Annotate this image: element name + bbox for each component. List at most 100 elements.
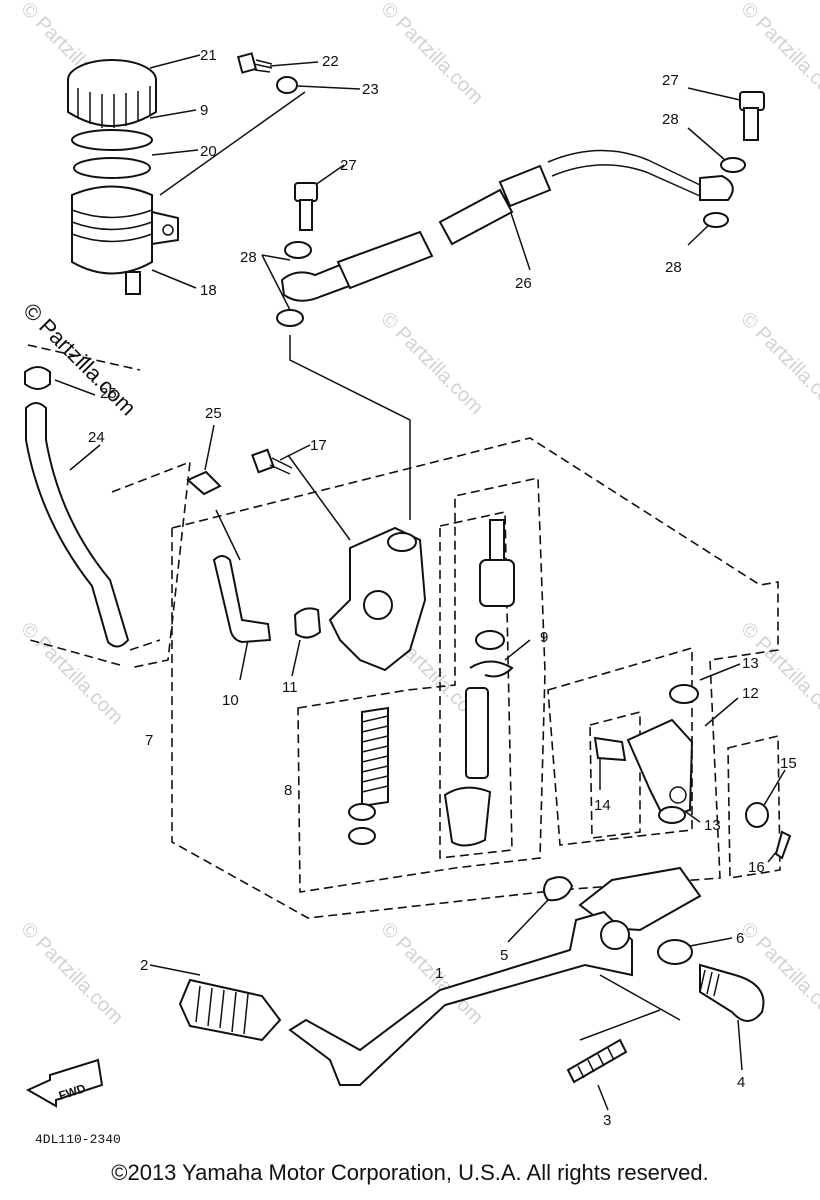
reservoir-tab	[151, 210, 179, 246]
screw-22	[236, 52, 258, 74]
assembly-outlines	[27, 344, 781, 919]
callout-13-a: 13	[742, 655, 759, 672]
callout-9-b: 9	[200, 102, 208, 119]
washer-28-a	[284, 241, 312, 259]
washer-15	[745, 802, 769, 828]
watermark: © Partzilla.com	[16, 918, 127, 1029]
hose-10-outline	[111, 460, 191, 669]
reservoir-hose	[24, 366, 272, 648]
pedal-assembly	[178, 866, 765, 1086]
piston-kit-outline	[439, 511, 513, 859]
hose-end-eye	[699, 174, 734, 201]
callout-28-c: 28	[665, 259, 682, 276]
clevis-parts	[593, 684, 792, 860]
clevis-12	[626, 718, 694, 820]
nut-13-bottom	[658, 806, 686, 824]
callout-25-a: 25	[100, 385, 117, 402]
callout-27-a: 27	[340, 157, 357, 174]
pin-outline	[727, 734, 781, 879]
top-fasteners	[236, 52, 765, 327]
washer-28-b	[276, 309, 304, 327]
nut-13-top	[669, 684, 699, 704]
hose-26-section-a	[336, 230, 434, 290]
reservoir-cap-body	[67, 80, 157, 127]
pedal-pivot	[600, 920, 630, 950]
pivot-bolt-4	[699, 963, 765, 1022]
watermark: © Partzilla.com	[376, 308, 487, 419]
diagram-code: 4DL110-2340	[35, 1132, 121, 1147]
callout-15: 15	[780, 755, 797, 772]
callout-14: 14	[594, 797, 611, 814]
reservoir-assembly	[67, 59, 179, 295]
callout-9-a: 9	[540, 629, 548, 646]
diaphragm	[71, 129, 153, 151]
push-rod	[489, 519, 505, 561]
washer-6	[657, 939, 693, 965]
piston-kit	[348, 519, 515, 847]
leader-lines	[54, 54, 786, 1111]
reservoir-nozzle	[125, 271, 141, 295]
master-cylinder	[251, 448, 427, 672]
bolt-27-left-head	[294, 182, 318, 202]
spring-seat	[348, 803, 376, 821]
circlip-9	[469, 660, 514, 678]
spring-3	[566, 1038, 628, 1084]
callout-26: 26	[515, 275, 532, 292]
clamp-25-left	[24, 366, 51, 390]
washer-5	[543, 876, 574, 902]
hose-24-outline	[27, 344, 161, 666]
callout-6: 6	[736, 930, 744, 947]
hose-10	[212, 555, 272, 644]
callout-1: 1	[435, 965, 443, 982]
hose-26-section-b	[438, 188, 514, 246]
washer-28-d	[703, 212, 729, 228]
callout-8: 8	[284, 782, 292, 799]
screw-17	[251, 448, 275, 474]
callout-17: 17	[310, 437, 327, 454]
callout-21: 21	[200, 47, 217, 64]
callout-13-b: 13	[704, 817, 721, 834]
hose-26-fitting	[498, 164, 552, 208]
watermark-layer: © Partzilla.com © Partzilla.com © Partzi…	[16, 0, 820, 1029]
piston-seal	[479, 559, 515, 607]
spring-washer	[348, 827, 376, 845]
callout-28-a: 28	[240, 249, 257, 266]
brake-hose	[336, 149, 734, 290]
clevis-outline	[547, 646, 693, 846]
callout-numbers: 1 2 3 4 5 6 7 8 9 9 10 11 12 13 13 14 15…	[88, 47, 797, 1129]
bolt-27-right-shank	[743, 107, 759, 141]
watermark: © Partzilla.com	[736, 308, 820, 419]
brake-pedal	[288, 910, 633, 1086]
callout-22: 22	[322, 53, 339, 70]
callout-28-b: 28	[662, 111, 679, 128]
union-11	[293, 607, 322, 639]
callout-3: 3	[603, 1112, 611, 1129]
callout-27-b: 27	[662, 72, 679, 89]
plate	[73, 157, 151, 179]
callout-10: 10	[222, 692, 239, 709]
pin-14	[593, 736, 627, 762]
callout-23: 23	[362, 81, 379, 98]
cotter-pin-16	[774, 830, 792, 860]
clevis-inner-outline	[589, 710, 641, 839]
master-cylinder-port	[387, 532, 417, 552]
clamp-25-right	[186, 470, 222, 496]
callout-11: 11	[282, 679, 298, 696]
piston-cup	[475, 630, 505, 650]
spring	[361, 706, 389, 808]
copyright-notice: ©2013 Yamaha Motor Corporation, U.S.A. A…	[111, 1160, 709, 1185]
bolt-27-left-shank	[299, 199, 313, 231]
callout-24: 24	[88, 429, 105, 446]
assembly-7-outline	[171, 437, 779, 919]
callout-25-b: 25	[205, 405, 222, 422]
fwd-arrow-shape	[25, 1058, 104, 1108]
watermark: © Partzilla.com	[376, 0, 487, 109]
callout-5: 5	[500, 947, 508, 964]
dust-boot	[443, 786, 492, 847]
callout-18: 18	[200, 282, 217, 299]
callout-2: 2	[140, 957, 148, 974]
washer-28-c	[720, 157, 746, 173]
fwd-arrow: FWD	[25, 1058, 104, 1108]
washer-23	[276, 76, 298, 94]
